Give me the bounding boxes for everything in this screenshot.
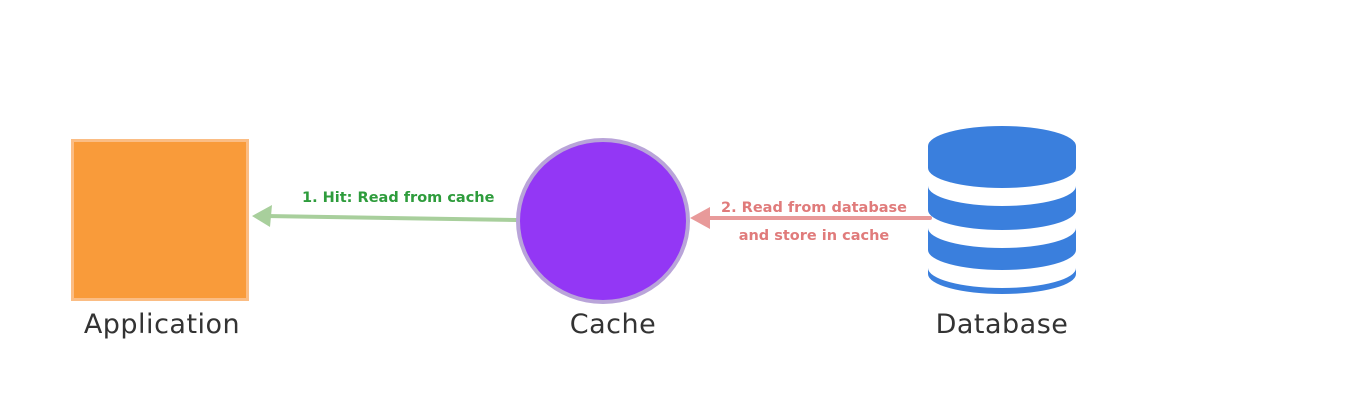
database-cylinder-icon — [928, 126, 1076, 294]
database-label: Database — [935, 309, 1069, 340]
hit-arrow-label: 1. Hit: Read from cache — [302, 190, 495, 206]
miss-arrow — [690, 207, 932, 229]
hit-arrow — [252, 205, 518, 227]
miss-arrow-label-line2: and store in cache — [738, 228, 890, 244]
application-node — [71, 139, 249, 301]
application-label: Application — [83, 309, 241, 340]
cache-node — [516, 138, 690, 304]
miss-arrow-label: 2. Read from database and store in cache — [714, 194, 914, 250]
miss-arrow-label-line1: 2. Read from database — [721, 200, 907, 216]
cache-label: Cache — [569, 309, 657, 340]
